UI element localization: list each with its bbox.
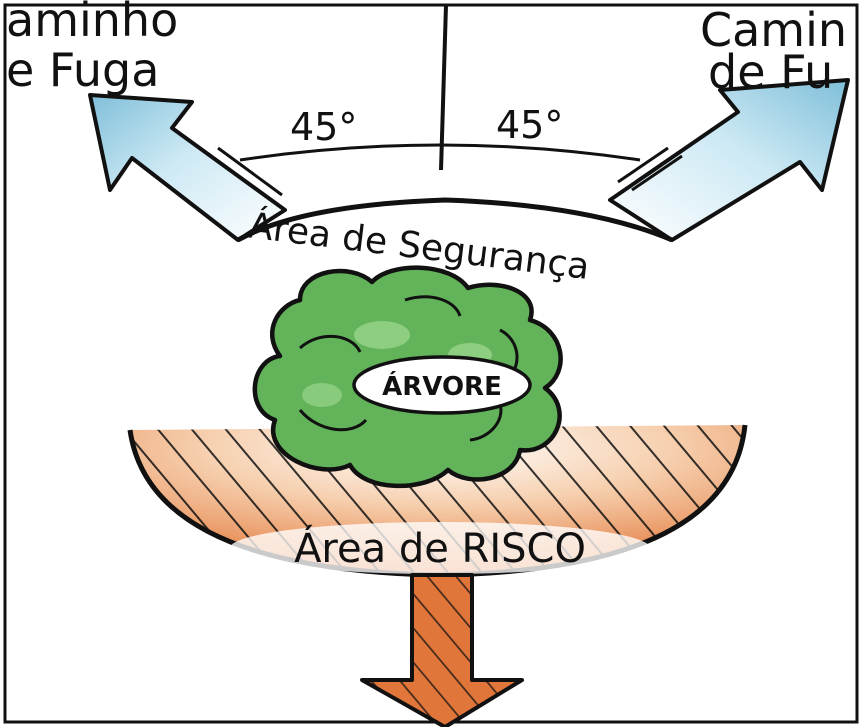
angle-arc (239, 143, 641, 162)
risk-area-label: Área de RISCO (294, 524, 586, 572)
arrow-up-left-icon (88, 93, 287, 242)
left-escape-arrow (88, 93, 287, 242)
right-escape-arrow (608, 78, 850, 242)
angle-right-label: 45° (496, 103, 563, 147)
escape-left-label-line1: aminho (6, 0, 178, 47)
tree-icon: ÁRVORE (252, 265, 563, 489)
tree-label: ÁRVORE (382, 370, 502, 402)
arrow-up-right-icon (608, 78, 850, 242)
escape-right-label-line1: Camin (700, 3, 847, 57)
escape-right-label-line2: de Fu (708, 45, 833, 99)
risk-area (127, 424, 748, 578)
frame-border (3, 3, 859, 724)
angle-left-label: 45° (290, 105, 357, 149)
safety-area-curve (236, 197, 673, 243)
center-line (439, 4, 448, 171)
down-escape-arrow (360, 573, 524, 727)
escape-left-label-line2: e Fuga (6, 43, 159, 97)
tree-label-bubble (352, 355, 532, 415)
